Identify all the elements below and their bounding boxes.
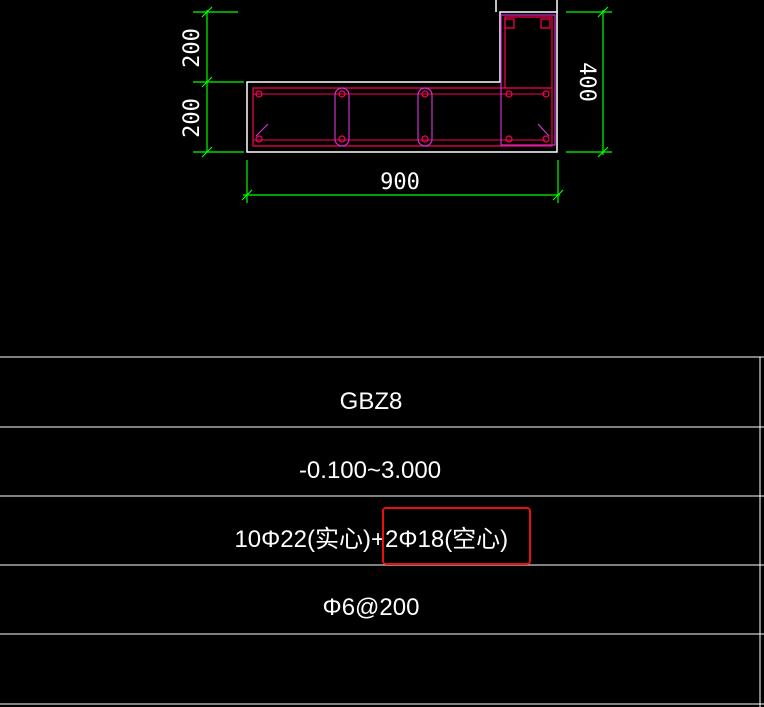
stirrup-hook	[255, 123, 269, 137]
rebar-bar	[505, 135, 513, 143]
rebar-bar	[505, 90, 513, 98]
rebar-bar	[421, 90, 429, 98]
stirrup-hook	[537, 123, 550, 137]
stirrup-vertical-leg	[500, 14, 556, 146]
stirrup-tie	[334, 87, 350, 147]
dimension-lines	[193, 6, 612, 203]
table-row-stirrup: Φ6@200	[323, 594, 420, 621]
rebar-bar	[338, 90, 346, 98]
dim-left-upper: 200	[180, 28, 205, 68]
rebar-bar	[255, 135, 263, 143]
rebar-bar-hollow	[504, 18, 515, 29]
column-outline	[246, 11, 558, 153]
stirrup-tie	[417, 87, 433, 147]
rebar-bar	[255, 90, 263, 98]
table-row-rebar-highlight: 2Φ18(空心)	[385, 526, 508, 553]
rebar-bar	[338, 135, 346, 143]
rebar-bar-hollow	[540, 18, 551, 29]
rebar-bars	[255, 18, 551, 143]
dim-left-lower: 200	[180, 98, 205, 138]
table-grid	[0, 356, 764, 707]
table-row-label: GBZ8	[340, 388, 403, 415]
table-row-rebar-main: 10Φ22(实心)+	[234, 526, 385, 553]
table-row-elevation: -0.100~3.000	[299, 457, 441, 484]
rebar-bar	[542, 90, 550, 98]
highlight-box	[382, 507, 531, 565]
dim-right-total: 400	[574, 62, 599, 102]
dim-bottom-width: 900	[380, 170, 420, 195]
rebar-bar	[421, 135, 429, 143]
rebar-bar	[542, 135, 550, 143]
